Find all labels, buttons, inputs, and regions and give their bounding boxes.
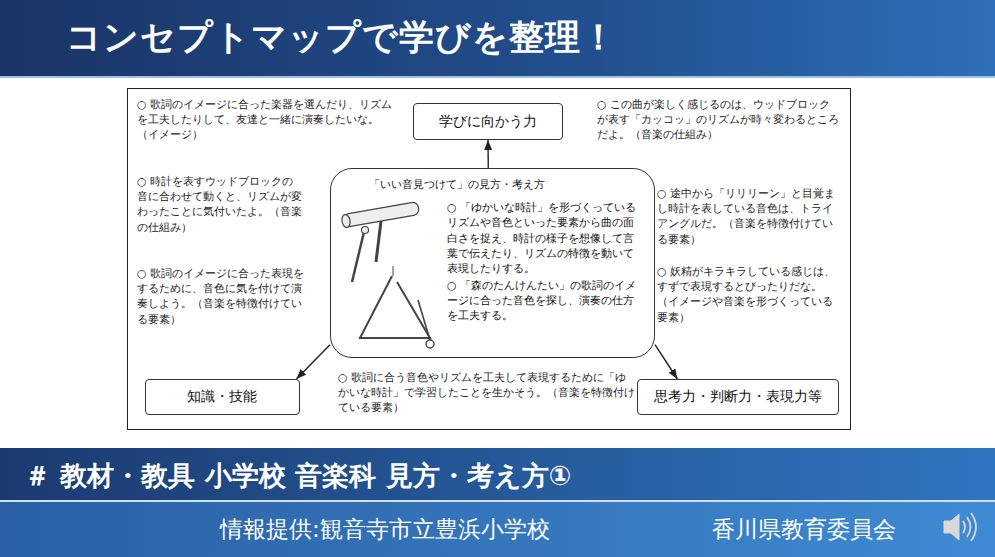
category-box: 学びに向かう力 — [413, 103, 563, 140]
footer-band — [0, 448, 995, 502]
header-rule — [0, 76, 995, 78]
category-label: 知識・技能 — [187, 388, 257, 406]
triangle-beater — [418, 300, 430, 340]
footer-credit: 情報提供:観音寺市立豊浜小学校 — [220, 514, 550, 545]
student-comment: ○ 歌詞のイメージに合った表現をするために、音色に気を付けて演奏しよう。（音楽を… — [137, 266, 307, 327]
slide-title: コンセプトマップで学びを整理！ — [66, 14, 617, 61]
woodblock-illustration — [341, 201, 420, 282]
connector-arrow — [296, 345, 330, 379]
woodblock-handle — [376, 221, 381, 262]
speaker-icon — [944, 513, 976, 541]
footer-band — [0, 502, 995, 557]
mallet-stick — [352, 232, 364, 282]
student-comment: ○ 時計を表すウッドブロックの音に合わせて動くと、リズムが変わったことに気付いた… — [137, 174, 302, 235]
header-band — [0, 0, 995, 78]
category-label: 思考力・判断力・表現力等 — [654, 388, 822, 406]
student-comment: ○ 途中から「リリリーン」と目覚まし時計を表している音色は、トライアングルだ。（… — [657, 186, 841, 247]
speaker-body — [944, 514, 959, 540]
student-comment: ○ 歌詞に合う音色やリズムを工夫して表現するために「ゆかいな時計」で学習したこと… — [338, 370, 636, 416]
beater-ring — [426, 340, 434, 348]
speaker-wave — [971, 513, 976, 541]
speaker-wave — [967, 517, 971, 537]
footer-rule — [0, 500, 995, 502]
category-label: 学びに向かう力 — [439, 113, 537, 131]
figure-frame — [128, 89, 851, 430]
woodblock-end — [341, 214, 351, 228]
triangle-string — [393, 266, 394, 276]
triangle-illustration — [360, 266, 434, 348]
concept-heading: 「いい音見つけて」の見方・考え方 — [341, 177, 644, 192]
footer-heading: ＃ 教材・教具 小学校 音楽科 見方・考え方① — [24, 458, 571, 494]
category-box: 思考力・判断力・表現力等 — [637, 379, 839, 415]
mallet-head — [362, 227, 369, 234]
connector-arrow — [487, 140, 489, 168]
concept-text: ○ 「ゆかいな時計」を形づくっているリズムや音色といった要素から曲の面白さを捉え… — [447, 200, 644, 276]
student-comment: ○ 歌詞のイメージに合った楽器を選んだり、リズムを工夫したりして、友達と一緒に演… — [137, 97, 395, 143]
student-comment: ○ 妖精がキラキラしている感じは、すずで表現するとぴったりだな。（イメージや音楽… — [657, 264, 841, 325]
footer-credit: 香川県教育委員会 — [712, 514, 896, 545]
connector-arrow — [655, 345, 677, 379]
student-comment: ○ この曲が楽しく感じるのは、ウッドブロックが表す「カッコッ」のリズムが時々変わ… — [597, 97, 841, 143]
concept-text: ○ 「森のたんけんたい」の歌詞のイメージに合った音色を探し、演奏の仕方を工夫する… — [447, 278, 644, 324]
speaker-wave — [963, 521, 965, 533]
central-concept-box: 「いい音見つけて」の見方・考え方 ○ 「ゆかいな時計」を形づくっているリズムや音色… — [330, 168, 655, 358]
category-box: 知識・技能 — [145, 379, 300, 415]
